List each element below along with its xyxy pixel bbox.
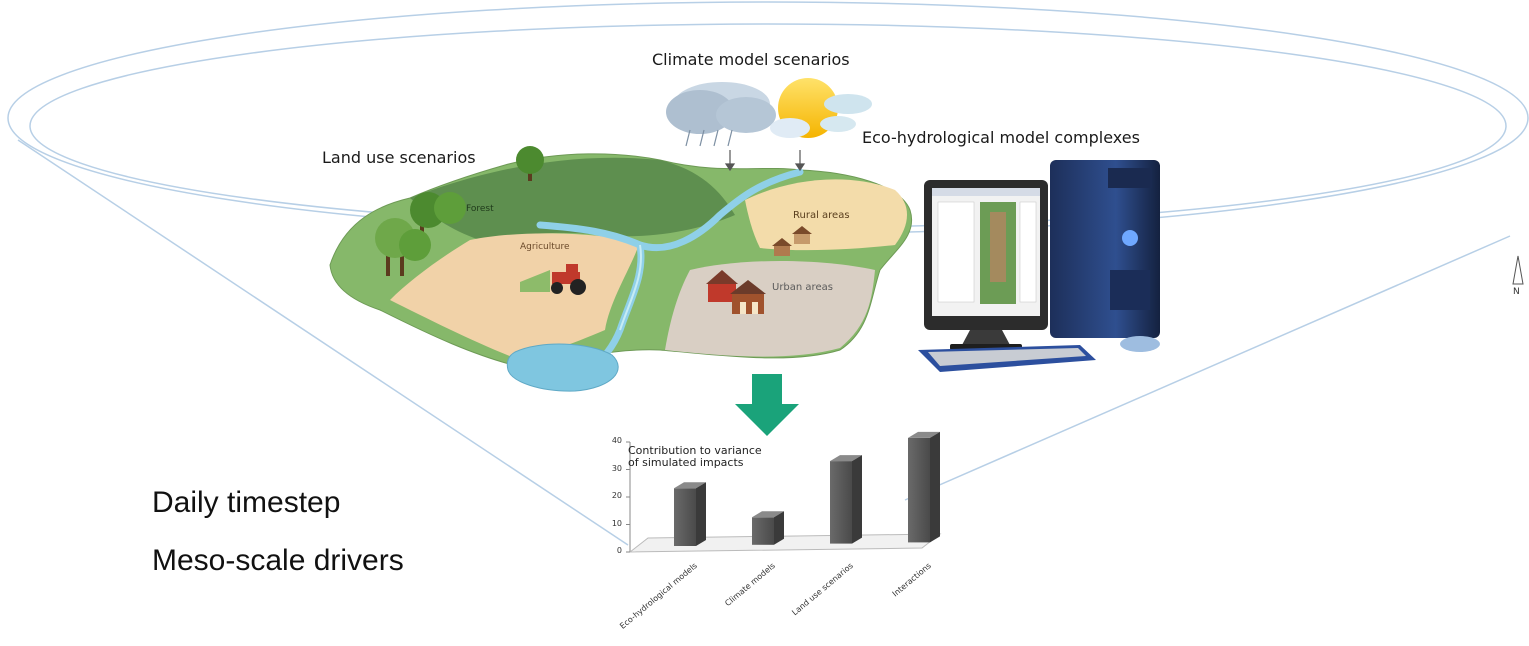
urban-areas-label: Urban areas bbox=[772, 282, 833, 293]
agriculture-label: Agriculture bbox=[520, 242, 570, 252]
bar bbox=[830, 461, 852, 544]
eco-hydro-label: Eco-hydrological model complexes bbox=[862, 128, 1140, 147]
lake bbox=[506, 343, 619, 392]
bar-side bbox=[774, 511, 784, 545]
chart-title-line: of simulated impacts bbox=[628, 456, 744, 469]
forest-label: Forest bbox=[466, 204, 494, 214]
bar-top bbox=[830, 455, 862, 462]
bar bbox=[674, 488, 696, 546]
climate-weather-icon bbox=[666, 78, 872, 172]
climate-scenarios-label: Climate model scenarios bbox=[652, 50, 850, 69]
land-use-scenarios-label: Land use scenarios bbox=[322, 148, 476, 167]
city-houses-icon bbox=[706, 270, 766, 314]
chart-title-line: Contribution to variance bbox=[628, 444, 762, 457]
tractor-icon bbox=[520, 264, 586, 295]
urban-zone bbox=[665, 261, 875, 357]
y-tick-label: 30 bbox=[611, 463, 622, 473]
bar-side bbox=[852, 455, 862, 544]
river-border bbox=[619, 244, 642, 331]
y-tick-label: 10 bbox=[611, 518, 622, 528]
bar-top bbox=[674, 482, 706, 489]
bar bbox=[752, 517, 774, 545]
bar-side bbox=[696, 482, 706, 546]
computer-icon bbox=[918, 160, 1160, 372]
y-tick-label: 20 bbox=[611, 491, 622, 500]
y-tick-label: 0 bbox=[616, 546, 622, 555]
forest-trees-icon bbox=[375, 146, 544, 276]
bar-top bbox=[908, 431, 940, 438]
variance-bar-chart bbox=[626, 431, 942, 553]
rural-zone bbox=[745, 179, 908, 251]
forest-zone bbox=[410, 157, 735, 240]
funnel-right-line bbox=[904, 235, 1511, 501]
y-tick-label: 40 bbox=[611, 436, 622, 445]
north-arrow-icon bbox=[1512, 255, 1524, 285]
daily-timestep-label: Daily timestep bbox=[152, 486, 341, 519]
north-label: N bbox=[1513, 287, 1520, 297]
landscape-map bbox=[329, 146, 913, 392]
farmhouse-icon bbox=[772, 226, 812, 256]
bar bbox=[908, 437, 930, 543]
meso-scale-label: Meso-scale drivers bbox=[152, 544, 404, 577]
rural-areas-label: Rural areas bbox=[793, 210, 850, 221]
funnel-left-line bbox=[17, 139, 629, 546]
down-arrow-icon bbox=[735, 374, 799, 436]
bar-side bbox=[930, 431, 940, 543]
bar-top bbox=[752, 511, 784, 518]
